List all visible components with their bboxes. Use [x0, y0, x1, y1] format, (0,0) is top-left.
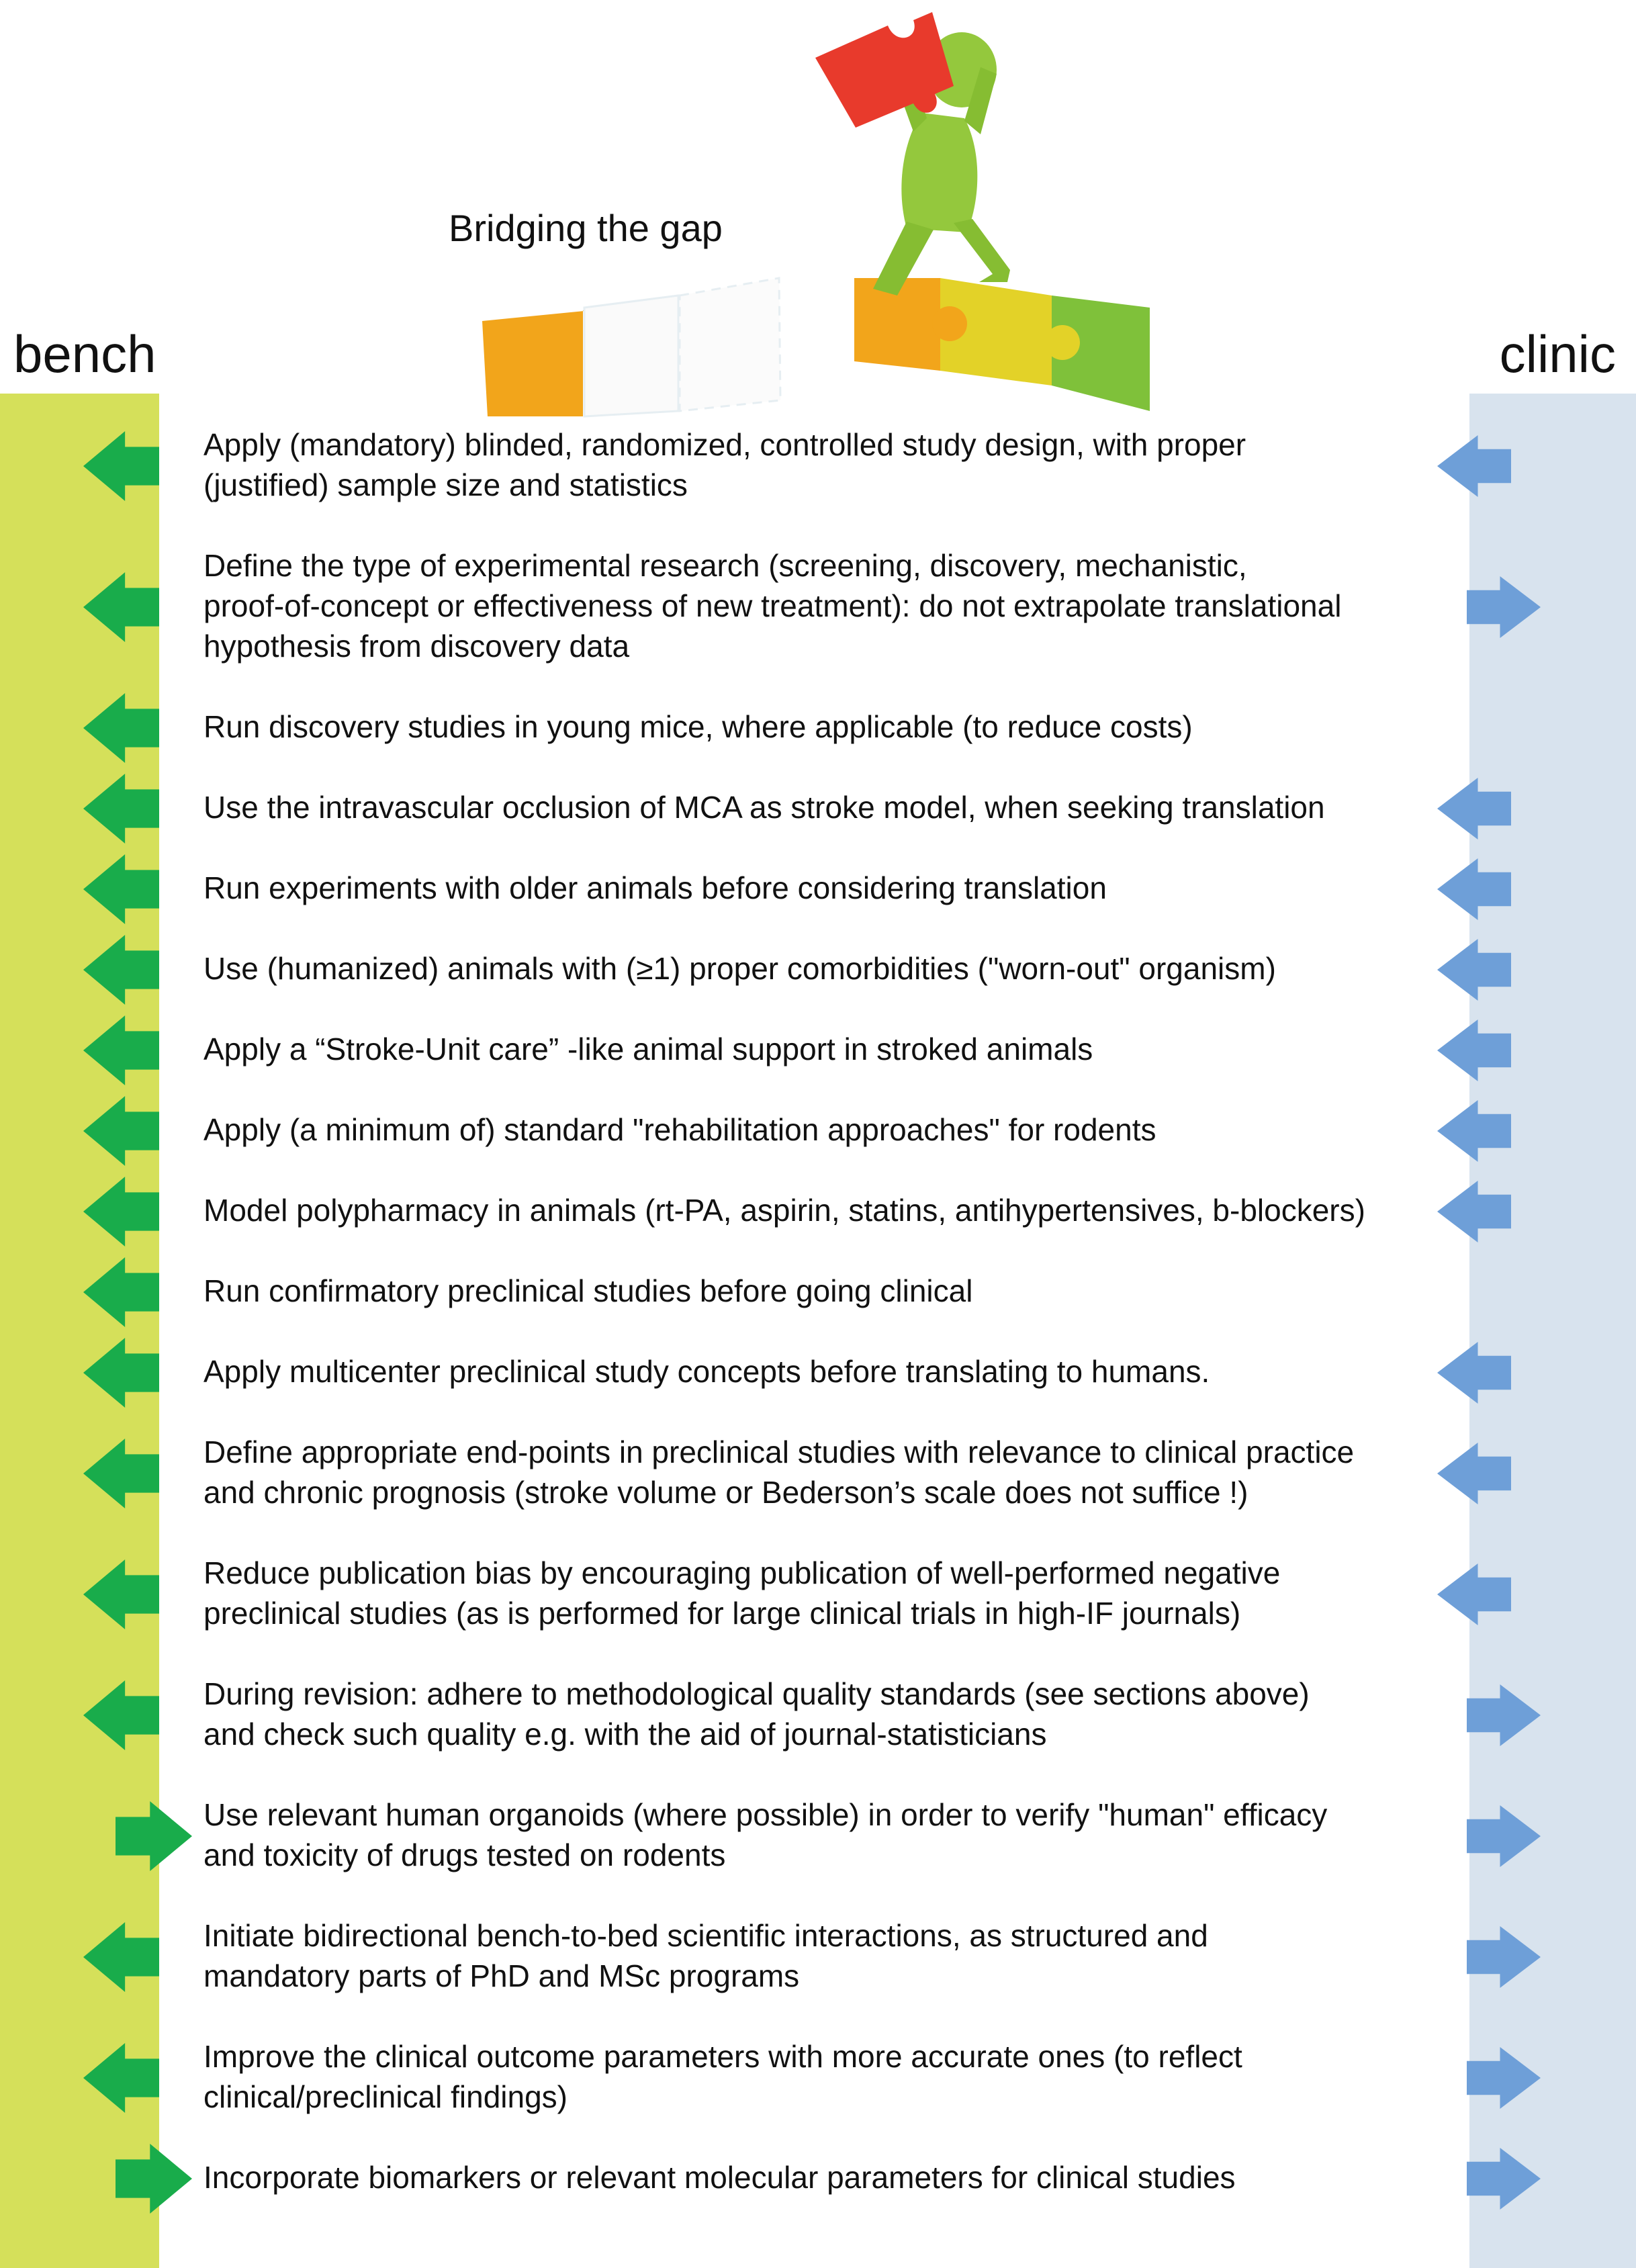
recommendation-item: Define the type of experimental research… — [203, 545, 1466, 666]
bench-arrow-left-icon — [83, 935, 159, 1005]
recommendation-item: Apply multicenter preclinical study conc… — [203, 1351, 1466, 1392]
recommendation-line: Define appropriate end-points in preclin… — [203, 1435, 1355, 1469]
recommendation-item: Apply (a minimum of) standard "rehabilit… — [203, 1109, 1466, 1150]
recommendation-item: Define appropriate end-points in preclin… — [203, 1432, 1466, 1512]
recommendation-line: During revision: adhere to methodologica… — [203, 1676, 1310, 1711]
recommendation-line: Use (humanized) animals with (≥1) proper… — [203, 951, 1276, 986]
clinic-arrow-left-icon — [1437, 1181, 1511, 1242]
clinic-arrow-left-icon — [1437, 1100, 1511, 1162]
clinic-arrow-left-icon — [1437, 858, 1511, 920]
bench-arrow-left-icon — [83, 854, 159, 924]
recommendation-line: Define the type of experimental research… — [203, 548, 1247, 583]
recommendation-line: Apply a “Stroke-Unit care” -like animal … — [203, 1032, 1093, 1067]
puzzle-bridge-illustration — [482, 12, 1150, 418]
clinic-arrow-right-icon — [1467, 1684, 1541, 1746]
bench-arrow-left-icon — [83, 1257, 159, 1327]
recommendation-line: Apply (a minimum of) standard "rehabilit… — [203, 1112, 1156, 1147]
recommendation-line: Incorporate biomarkers or relevant molec… — [203, 2160, 1236, 2195]
clinic-arrow-left-icon — [1437, 1443, 1511, 1504]
bench-arrow-left-icon — [83, 1096, 159, 1166]
puzzle-piece-empty-1-icon — [583, 294, 680, 418]
recommendation-line: preclinical studies (as is performed for… — [203, 1596, 1241, 1631]
recommendation-line: Run experiments with older animals befor… — [203, 870, 1107, 905]
puzzle-piece-orange-right-icon — [854, 278, 940, 371]
clinic-arrow-right-icon — [1467, 576, 1541, 638]
bench-arrow-left-icon — [83, 572, 159, 642]
clinic-label: clinic — [1499, 324, 1616, 383]
bench-arrow-left-icon — [83, 1922, 159, 1992]
clinic-arrow-left-icon — [1437, 435, 1511, 497]
clinic-arrow-left-icon — [1437, 1563, 1511, 1625]
bench-arrow-left-icon — [83, 1439, 159, 1508]
recommendation-line: Run discovery studies in young mice, whe… — [203, 709, 1193, 744]
bench-arrow-left-icon — [83, 1680, 159, 1750]
recommendation-item: Model polypharmacy in animals (rt-PA, as… — [203, 1190, 1466, 1230]
clinic-arrow-right-icon — [1467, 1926, 1541, 1988]
bench-label: bench — [13, 324, 156, 383]
recommendation-line: Improve the clinical outcome parameters … — [203, 2039, 1242, 2074]
recommendation-item: Improve the clinical outcome parameters … — [203, 2036, 1466, 2117]
puzzle-piece-green-icon — [1052, 296, 1150, 411]
recommendation-item: During revision: adhere to methodologica… — [203, 1674, 1466, 1754]
puzzle-piece-empty-2-icon — [678, 277, 782, 412]
recommendation-line: (justified) sample size and statistics — [203, 467, 688, 502]
recommendation-line: hypothesis from discovery data — [203, 629, 630, 664]
clinic-arrow-right-icon — [1467, 2148, 1541, 2210]
bench-arrow-left-icon — [83, 1338, 159, 1408]
recommendation-item: Apply a “Stroke-Unit care” -like animal … — [203, 1029, 1466, 1069]
recommendation-line: clinical/preclinical findings) — [203, 2079, 568, 2114]
recommendation-item: Initiate bidirectional bench-to-bed scie… — [203, 1915, 1466, 1996]
recommendation-line: Model polypharmacy in animals (rt-PA, as… — [203, 1193, 1365, 1228]
recommendation-line: proof-of-concept or effectiveness of new… — [203, 588, 1342, 623]
recommendation-item: Use (humanized) animals with (≥1) proper… — [203, 948, 1466, 989]
recommendation-line: Apply (mandatory) blinded, randomized, c… — [203, 427, 1246, 462]
puzzle-knob-1-icon — [932, 306, 967, 341]
recommendation-line: and toxicity of drugs tested on rodents — [203, 1838, 726, 1872]
puzzle-piece-red-icon — [815, 12, 954, 128]
puzzle-piece-yellow-icon — [940, 278, 1052, 385]
bench-arrow-left-icon — [83, 1015, 159, 1085]
recommendation-line: Initiate bidirectional bench-to-bed scie… — [203, 1918, 1208, 1953]
recommendation-line: Run confirmatory preclinical studies bef… — [203, 1273, 973, 1308]
diagram-title: Bridging the gap — [449, 207, 723, 249]
bench-arrow-right-icon — [116, 2144, 192, 2214]
recommendation-item: Run confirmatory preclinical studies bef… — [203, 1271, 1466, 1311]
clinic-arrow-left-icon — [1437, 1342, 1511, 1404]
recommendation-item: Run discovery studies in young mice, whe… — [203, 707, 1466, 747]
puzzle-piece-orange-left-icon — [482, 308, 615, 416]
recommendation-line: Apply multicenter preclinical study conc… — [203, 1354, 1210, 1389]
recommendation-item: Run experiments with older animals befor… — [203, 868, 1466, 908]
clinic-arrow-right-icon — [1467, 2047, 1541, 2109]
clinic-arrow-left-icon — [1437, 1019, 1511, 1081]
recommendation-line: Reduce publication bias by encouraging p… — [203, 1555, 1281, 1590]
recommendation-line: and chronic prognosis (stroke volume or … — [203, 1475, 1248, 1510]
clinic-arrow-right-icon — [1467, 1805, 1541, 1867]
bench-arrow-left-icon — [83, 1177, 159, 1246]
clinic-arrow-left-icon — [1437, 939, 1511, 1001]
recommendation-item: Incorporate biomarkers or relevant molec… — [203, 2157, 1466, 2197]
recommendation-item: Use relevant human organoids (where poss… — [203, 1795, 1466, 1875]
recommendation-line: Use the intravascular occlusion of MCA a… — [203, 790, 1325, 825]
clinic-arrow-left-icon — [1437, 778, 1511, 840]
recommendation-item: Use the intravascular occlusion of MCA a… — [203, 787, 1466, 827]
bench-arrow-right-icon — [116, 1801, 192, 1871]
bench-arrow-left-icon — [83, 431, 159, 501]
recommendation-line: and check such quality e.g. with the aid… — [203, 1717, 1047, 1752]
recommendation-item: Apply (mandatory) blinded, randomized, c… — [203, 424, 1466, 505]
recommendation-line: Use relevant human organoids (where poss… — [203, 1797, 1328, 1832]
bench-arrow-left-icon — [83, 2043, 159, 2113]
bench-arrow-left-icon — [83, 1559, 159, 1629]
puzzle-knob-2-icon — [1045, 325, 1080, 360]
bench-arrow-left-icon — [83, 693, 159, 763]
bench-arrow-left-icon — [83, 774, 159, 844]
recommendation-line: mandatory parts of PhD and MSc programs — [203, 1958, 800, 1993]
recommendation-item: Reduce publication bias by encouraging p… — [203, 1553, 1466, 1633]
